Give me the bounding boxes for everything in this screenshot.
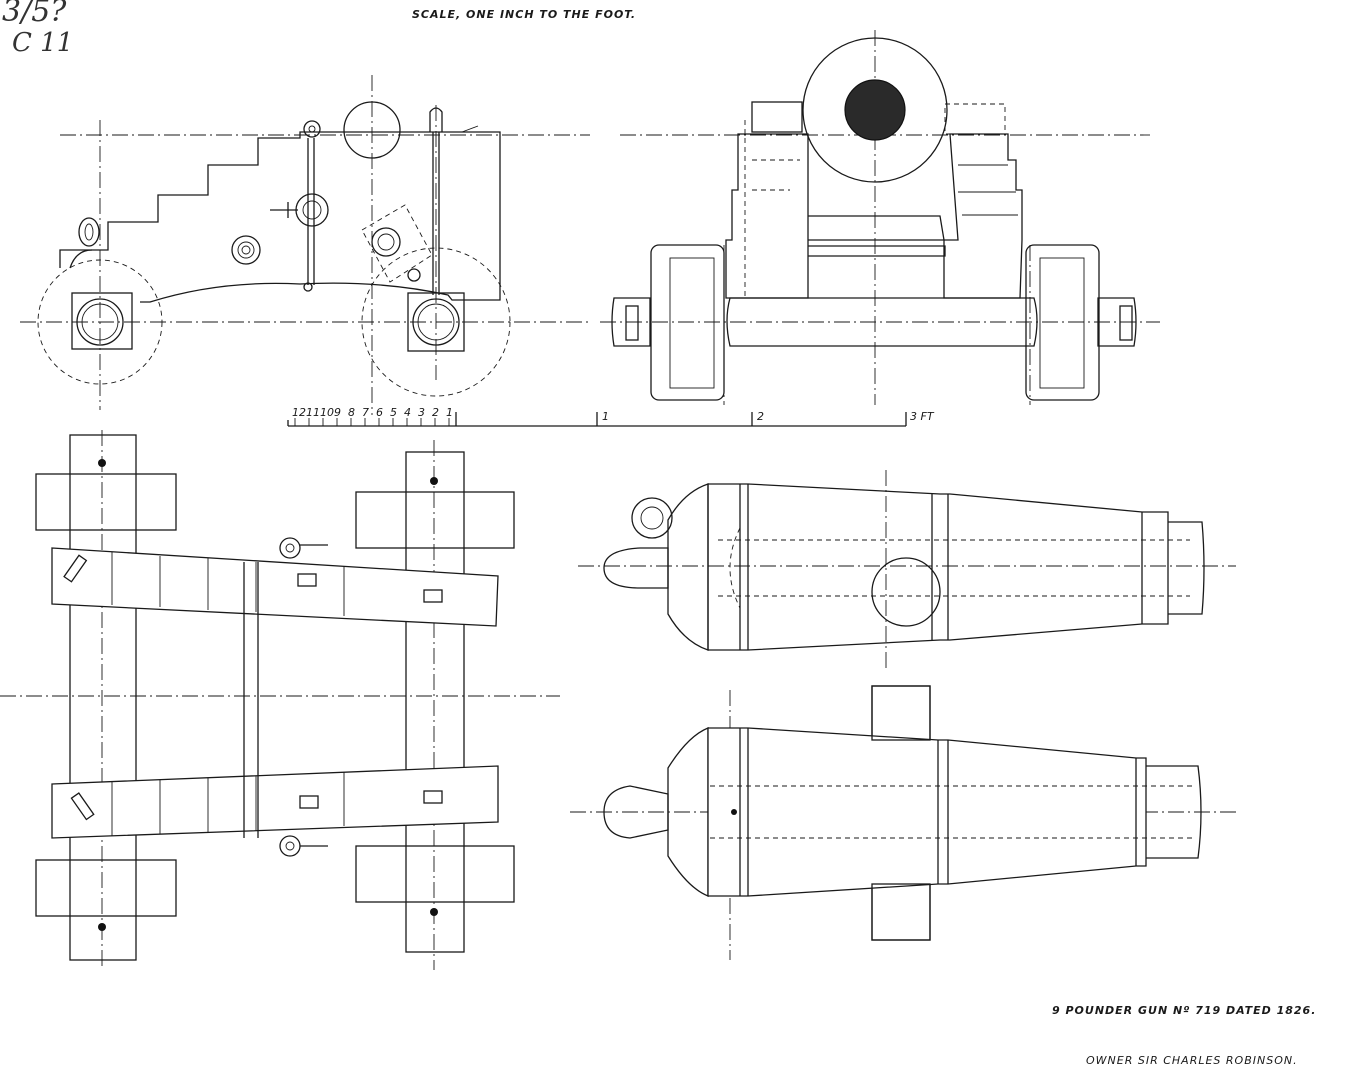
scale-inch-label: 5 [390, 406, 397, 419]
scale-inch-label: 6 [376, 406, 383, 419]
scale-inch-label: 2 [432, 406, 439, 419]
scale-inch-label: 4 [404, 406, 411, 419]
handwritten-mark-c11: C 11 [12, 28, 74, 58]
front-elevation [600, 30, 1160, 405]
scale-foot-2: 2 [757, 410, 764, 423]
scale-inch-label: 9 [334, 406, 341, 419]
gun-side [570, 685, 1240, 960]
scale-inch-label: 12 [292, 406, 306, 419]
gun-plan [578, 470, 1236, 670]
scale-inch-label: 7 [362, 406, 369, 419]
side-elevation-carriage [20, 75, 590, 415]
scale-inch-label: 8 [348, 406, 355, 419]
gun-title: 9 POUNDER GUN Nº 719 DATED 1826. [1052, 1004, 1317, 1017]
scale-foot-3: 3 FT [910, 410, 935, 423]
scale-inch-label: 11 [306, 406, 320, 419]
scale-inch-label: 3 [418, 406, 425, 419]
scale-foot-1: 1 [602, 410, 609, 423]
scale-inch-label: 10 [320, 406, 334, 419]
handwritten-mark-top: 3/5? [2, 0, 67, 29]
scale-inch-label: 1 [446, 406, 453, 419]
plan-carriage [0, 430, 560, 970]
scale-title: SCALE, ONE INCH TO THE FOOT. [412, 8, 637, 21]
owner-label: OWNER SIR CHARLES ROBINSON. [1086, 1054, 1298, 1067]
